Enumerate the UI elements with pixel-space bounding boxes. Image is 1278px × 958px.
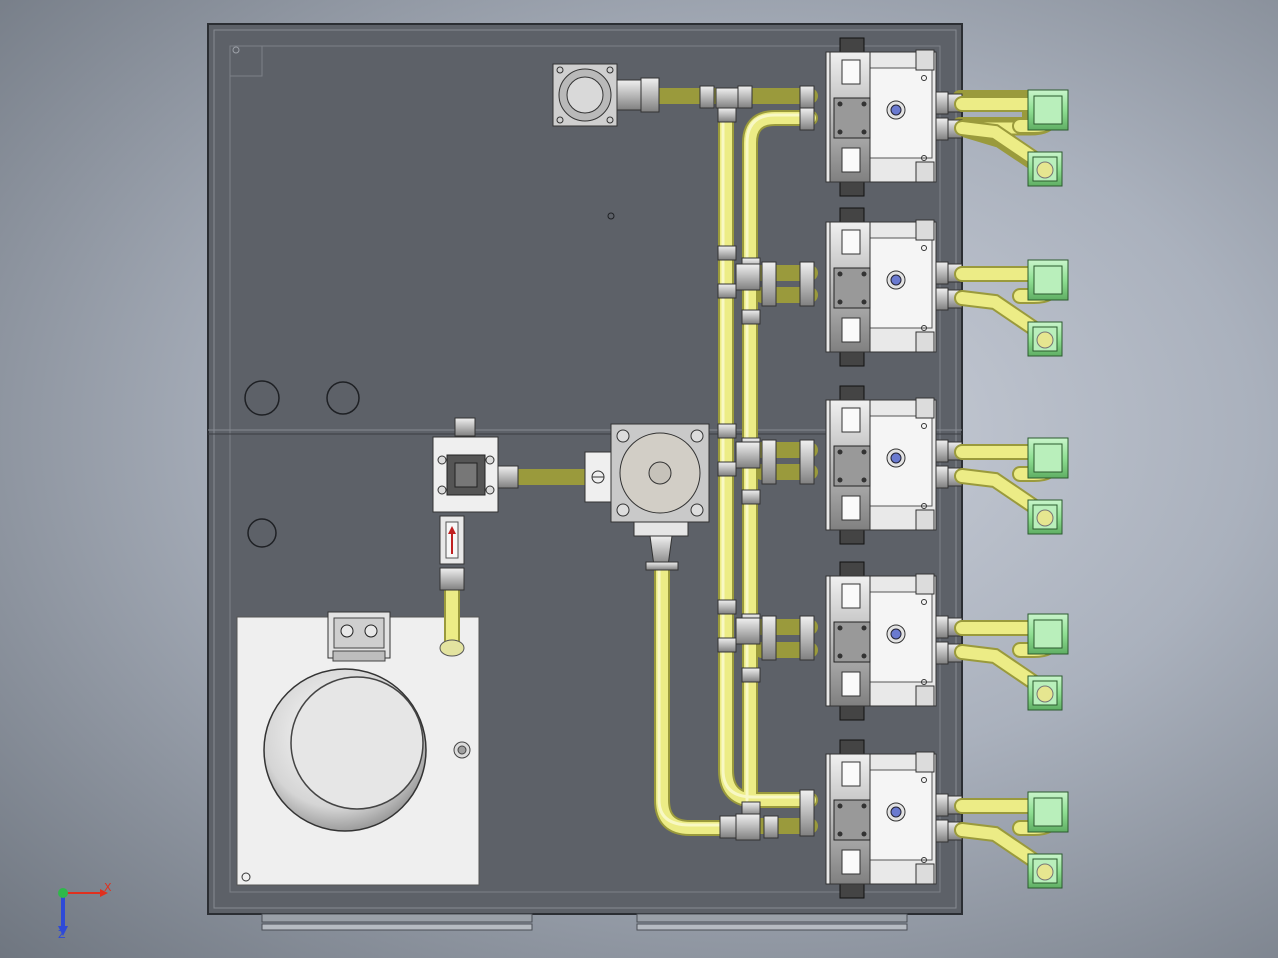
valve-3 xyxy=(825,385,963,545)
valve-1 xyxy=(825,37,963,197)
filter-valve xyxy=(432,417,519,513)
valve-5 xyxy=(825,739,963,899)
outlet-coupling xyxy=(1027,321,1063,357)
outlet-coupling xyxy=(1027,437,1069,479)
outlet-coupling xyxy=(1027,791,1069,833)
z-axis-label: Z xyxy=(58,928,66,941)
x-axis-label: X xyxy=(104,881,112,894)
outlet-coupling xyxy=(1027,613,1069,655)
outlet-coupling xyxy=(1027,259,1069,301)
outlet-couplings xyxy=(954,89,1069,889)
pressure-tank xyxy=(236,611,480,886)
solenoid-valves xyxy=(825,37,963,899)
outlet-coupling xyxy=(1027,89,1069,131)
outlet-coupling xyxy=(1027,675,1063,711)
outlet-coupling xyxy=(1027,853,1063,889)
pressure-regulator xyxy=(584,423,710,567)
outlet-coupling xyxy=(1027,151,1063,187)
coordinate-triad: X Z xyxy=(58,881,112,941)
inlet-port xyxy=(552,63,660,127)
tee-fittings xyxy=(645,85,815,841)
flow-indicator xyxy=(439,515,465,657)
outlet-coupling xyxy=(1027,499,1063,535)
valve-4 xyxy=(825,561,963,721)
